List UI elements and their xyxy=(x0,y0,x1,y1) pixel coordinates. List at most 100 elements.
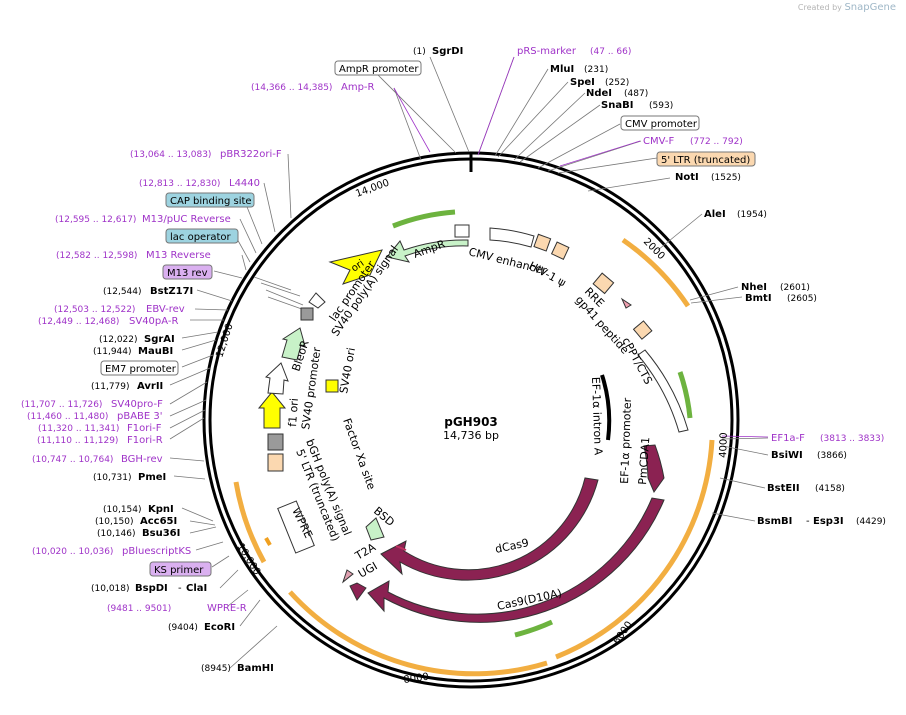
feature-label-t2a: T2A xyxy=(352,540,378,563)
label-5ltr: 5' LTR (truncated) xyxy=(656,151,756,167)
svg-text:Esp3I: Esp3I xyxy=(813,516,844,527)
label-noti: NotI (1525) xyxy=(675,172,741,183)
svg-text:MluI: MluI xyxy=(550,64,574,75)
svg-text:(1954): (1954) xyxy=(737,210,767,220)
feature-label-wpre: WPRE xyxy=(289,506,315,541)
label-pbr322ori: (13,064 .. 13,083) pBR322ori-F xyxy=(130,149,282,160)
feature-green-strip xyxy=(454,224,470,238)
tick-4000: 4000 xyxy=(718,432,730,458)
svg-text:(231): (231) xyxy=(584,65,608,75)
svg-text:AleI: AleI xyxy=(704,209,726,220)
svg-text:NdeI: NdeI xyxy=(586,88,612,99)
label-avrii: (11,779) AvrII xyxy=(91,381,163,392)
feature-pmcda1 xyxy=(643,444,665,494)
orange-band-2 xyxy=(555,439,715,660)
label-maubi: (11,944) MauBI xyxy=(93,346,173,357)
orange-band-5 xyxy=(264,537,272,547)
orange-band-1 xyxy=(621,237,691,308)
feature-ori-arrow xyxy=(328,249,383,285)
label-bsteii: BstEII (4158) xyxy=(767,483,845,494)
svg-text:(12,595 .. 12,617): (12,595 .. 12,617) xyxy=(55,215,136,225)
svg-text:(47 .. 66): (47 .. 66) xyxy=(590,47,631,57)
svg-text:PmeI: PmeI xyxy=(138,472,166,483)
svg-text:(12,449 .. 12,468): (12,449 .. 12,468) xyxy=(38,317,119,327)
feature-label-ampr: AmpR xyxy=(412,237,448,261)
svg-text:(11,110 .. 11,129): (11,110 .. 11,129) xyxy=(37,436,118,446)
svg-text:(1): (1) xyxy=(413,47,426,57)
svg-text:(10,150): (10,150) xyxy=(95,517,134,527)
svg-text:pBluescriptKS: pBluescriptKS xyxy=(122,546,191,557)
label-m13-rev: M13 rev xyxy=(162,264,213,280)
green-band-2 xyxy=(514,619,554,638)
label-f1ori-r: (11,110 .. 11,129) F1ori-R xyxy=(37,435,163,446)
feature-dcas9 xyxy=(380,477,599,581)
svg-text:Amp-R: Amp-R xyxy=(341,82,375,93)
svg-text:SV40pA-R: SV40pA-R xyxy=(129,316,178,327)
svg-text:-: - xyxy=(178,583,182,594)
label-bstz17i: (12,544) BstZ17I xyxy=(103,286,193,297)
svg-text:(3813 .. 3833): (3813 .. 3833) xyxy=(820,434,884,444)
svg-text:SpeI: SpeI xyxy=(570,77,595,88)
label-spei: SpeI (252) xyxy=(570,77,629,88)
svg-text:(593): (593) xyxy=(649,101,673,111)
svg-text:EF1a-F: EF1a-F xyxy=(771,433,805,444)
svg-text:(1525): (1525) xyxy=(711,173,741,183)
watermark-prefix: Created by xyxy=(797,3,842,12)
svg-text:(3866): (3866) xyxy=(817,451,847,461)
svg-text:BstZ17I: BstZ17I xyxy=(150,286,193,297)
label-ks-primer: KS primer xyxy=(149,561,212,577)
svg-text:SgrAI: SgrAI xyxy=(144,334,175,345)
label-ampr-primer: (14,366 .. 14,385) Amp-R xyxy=(251,82,375,93)
label-cmv-f: CMV-F (772 .. 792) xyxy=(643,136,743,147)
svg-text:MauBI: MauBI xyxy=(138,346,173,357)
svg-text:BsmBI: BsmBI xyxy=(757,516,792,527)
feature-rre xyxy=(592,272,615,295)
svg-text:(10,018): (10,018) xyxy=(91,584,130,594)
svg-text:NheI: NheI xyxy=(741,282,767,293)
label-f1ori-f: (11,320 .. 11,341) F1ori-F xyxy=(38,423,162,434)
label-snabi: SnaBI (593) xyxy=(601,100,673,111)
svg-text:EcoRI: EcoRI xyxy=(204,622,235,633)
svg-text:SnaBI: SnaBI xyxy=(601,100,633,111)
svg-text:CMV-F: CMV-F xyxy=(643,136,674,147)
label-em7-promoter: EM7 promoter xyxy=(100,360,179,376)
svg-text:F1ori-F: F1ori-F xyxy=(127,423,162,434)
label-wpre-r: (9481 .. 9501) WPRE-R xyxy=(107,603,247,614)
svg-text:EBV-rev: EBV-rev xyxy=(146,304,185,315)
svg-text:(252): (252) xyxy=(605,78,629,88)
feature-sv40pa-box xyxy=(300,307,314,321)
svg-text:(10,020 .. 10,036): (10,020 .. 10,036) xyxy=(32,547,113,557)
plasmid-name: pGH903 xyxy=(444,415,498,429)
label-sv40pro-f: (11,707 .. 11,726) SV40pro-F xyxy=(21,399,163,410)
svg-text:BmtI: BmtI xyxy=(745,293,772,304)
orange-band-4 xyxy=(233,481,267,564)
watermark-brand: SnapGene xyxy=(844,2,896,13)
feature-label-ugi: UGI xyxy=(356,559,380,580)
feature-sv40ori xyxy=(325,379,339,393)
svg-text:NotI: NotI xyxy=(675,172,699,183)
label-ecori: (9404) EcoRI xyxy=(168,622,235,633)
label-ef1a-f: EF1a-F (3813 .. 3833) xyxy=(771,433,884,444)
svg-text:BamHI: BamHI xyxy=(237,663,274,674)
svg-text:(4158): (4158) xyxy=(815,484,845,494)
label-sv40pa-r: (12,449 .. 12,468) SV40pA-R xyxy=(38,316,178,327)
label-bsiwi: BsiWI (3866) xyxy=(771,450,847,461)
svg-text:pRS-marker: pRS-marker xyxy=(517,46,577,57)
label-l4440: (12,813 .. 12,830) L4440 xyxy=(139,178,260,189)
feature-hiv-psi-2 xyxy=(550,241,570,260)
feature-ef1a-intron xyxy=(600,374,612,441)
svg-text:Bsu36I: Bsu36I xyxy=(142,528,180,539)
orange-band-3 xyxy=(288,590,548,677)
svg-text:(12,503 .. 12,522): (12,503 .. 12,522) xyxy=(54,305,135,315)
label-lac-operator: lac operator xyxy=(165,228,239,244)
feature-label-pmcda1: PmCDA1 xyxy=(636,437,652,486)
feature-ampr-arrow xyxy=(386,239,469,263)
svg-text:(2601): (2601) xyxy=(780,283,810,293)
label-sgrdi: (1) SgrDI xyxy=(413,46,463,57)
svg-text:WPRE-R: WPRE-R xyxy=(207,603,247,614)
primer-leader-lines xyxy=(393,56,769,438)
label-prs-marker: pRS-marker (47 .. 66) xyxy=(517,46,631,57)
feature-label-ef1a-prom: EF-1α promoter xyxy=(618,397,634,484)
feature-label-dcas9: dCas9 xyxy=(494,536,530,556)
svg-text:pBR322ori-F: pBR322ori-F xyxy=(220,149,282,160)
